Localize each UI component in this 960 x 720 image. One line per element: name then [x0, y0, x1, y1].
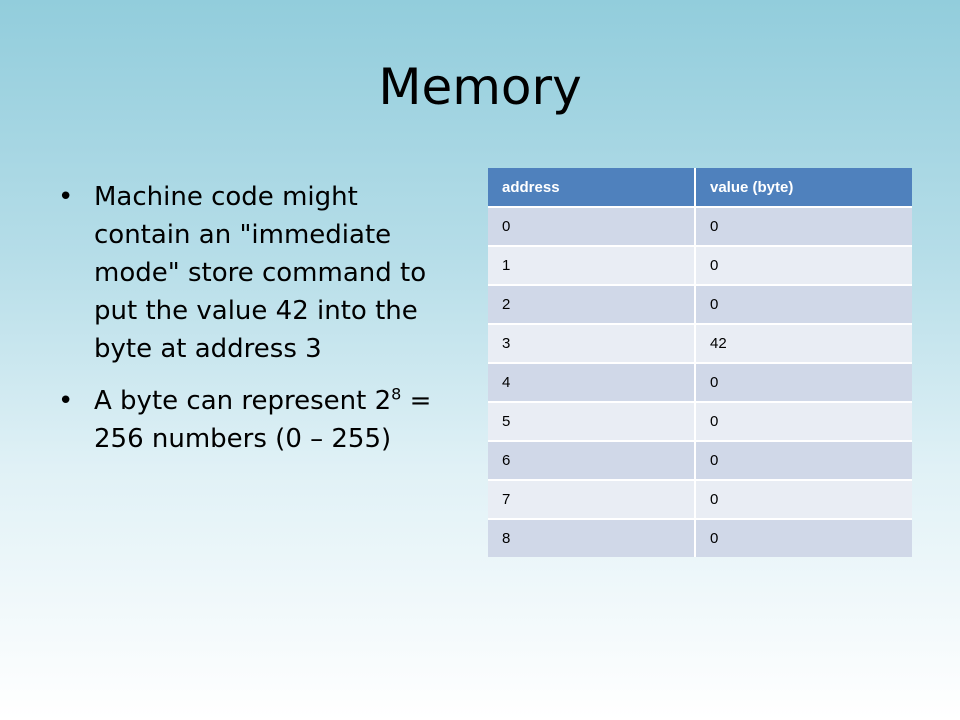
table-row: 0 0: [488, 206, 912, 246]
bullet-text: Machine code might contain an "immediate…: [94, 182, 427, 364]
table-row: 5 0: [488, 401, 912, 441]
exponent: 8: [391, 384, 402, 404]
address-cell: 7: [488, 479, 696, 519]
table-row: 2 0: [488, 284, 912, 324]
value-cell: 0: [695, 518, 912, 557]
value-cell: 0: [695, 245, 912, 285]
value-cell: 0: [695, 479, 912, 519]
address-cell: 5: [488, 401, 696, 441]
table-row: 3 42: [488, 323, 912, 363]
address-cell: 2: [488, 284, 696, 324]
bullet-list: • Machine code might contain an "immedia…: [58, 178, 458, 472]
table-row: 6 0: [488, 440, 912, 480]
table-row: 7 0: [488, 479, 912, 519]
memory-table: address value (byte) 0 0 1 0 2 0 3 42 4 …: [488, 168, 912, 557]
value-cell: 0: [695, 401, 912, 441]
bullet-text-post: = 256 numbers (0 – 255): [94, 386, 432, 454]
value-cell: 0: [695, 284, 912, 324]
bullet-text-pre: A byte can represent 2: [94, 386, 392, 416]
bullet-item: • Machine code might contain an "immedia…: [58, 178, 458, 368]
table-body: 0 0 1 0 2 0 3 42 4 0 5 0 6 0 7 0: [488, 206, 912, 557]
value-cell: 0: [695, 440, 912, 480]
address-cell: 3: [488, 323, 696, 363]
column-header-address: address: [488, 168, 696, 208]
address-cell: 6: [488, 440, 696, 480]
bullet-item: • A byte can represent 28 = 256 numbers …: [58, 382, 458, 458]
table-header-row: address value (byte): [488, 168, 912, 208]
value-cell: 42: [695, 323, 912, 363]
column-header-value: value (byte): [695, 168, 912, 208]
value-cell: 0: [695, 362, 912, 402]
address-cell: 1: [488, 245, 696, 285]
table-row: 4 0: [488, 362, 912, 402]
address-cell: 8: [488, 518, 696, 557]
address-cell: 4: [488, 362, 696, 402]
bullet-dot-icon: •: [58, 182, 74, 212]
table-row: 8 0: [488, 518, 912, 557]
address-cell: 0: [488, 206, 696, 246]
slide-title: Memory: [378, 58, 582, 116]
table-row: 1 0: [488, 245, 912, 285]
value-cell: 0: [695, 206, 912, 246]
bullet-dot-icon: •: [58, 386, 74, 416]
